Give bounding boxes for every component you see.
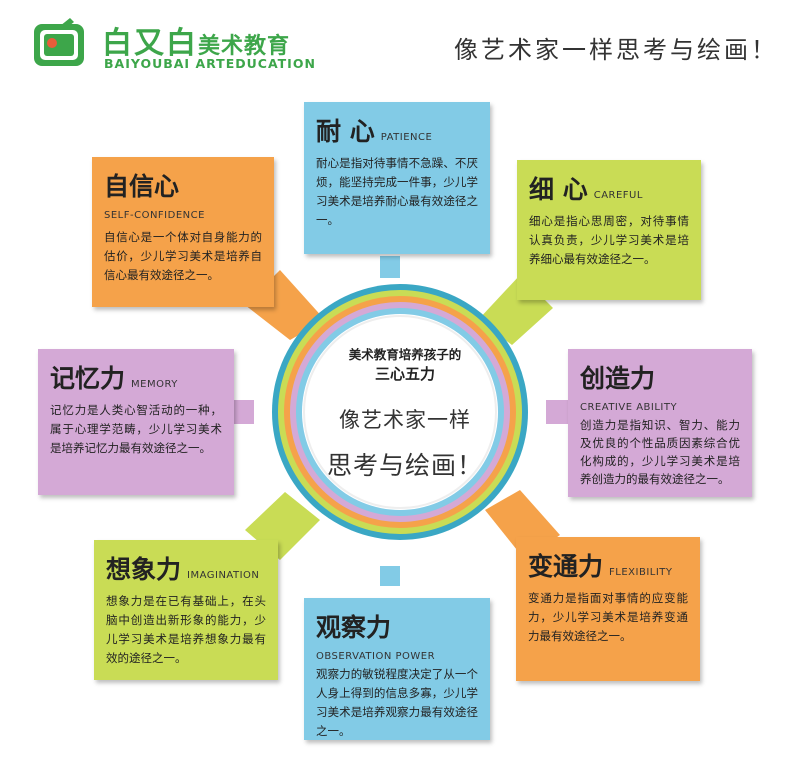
box-observation-power: 观察力 OBSERVATION POWER 观察力的敏锐程度决定了从一个人身上得到…: [304, 598, 490, 740]
box-careful: 细 心 CAREFUL 细心是指心思周密，对待事情认真负责，少儿学习美术是培养细心…: [517, 160, 701, 300]
box-english: CREATIVE ABILITY: [580, 402, 678, 413]
logo-subtitle: BAIYOUBAI ARTEDUCATION: [104, 56, 316, 71]
box-english: PATIENCE: [380, 132, 433, 143]
center-line-1: 美术教育培养孩子的: [348, 347, 462, 362]
box-description: 细心是指心思周密，对待事情认真负责，少儿学习美术是培养细心最有效途径之一。: [529, 214, 689, 266]
box-title: 自信心: [104, 172, 180, 201]
connector-observation: [380, 566, 400, 586]
box-description: 创造力是指知识、智力、能力及优良的个性品质因素综合优化构成的，少儿学习美术是培养…: [580, 418, 740, 486]
connector-patience: [380, 256, 400, 278]
box-english: SELF-CONFIDENCE: [104, 210, 205, 221]
box-flexibility: 变通力 FLEXIBILITY 变通力是指面对事情的应变能力，少儿学习美术是培养变…: [516, 537, 700, 681]
center-line-4: 思考与绘画！: [326, 451, 483, 480]
box-description: 自信心是一个体对自身能力的估价，少儿学习美术是培养自信心最有效途径之一。: [104, 230, 262, 282]
center-line-2: 三心五力: [374, 365, 435, 383]
box-english: IMAGINATION: [187, 570, 260, 581]
box-title: 变通力: [528, 552, 604, 581]
center-line-3: 像艺术家一样: [339, 408, 471, 432]
box-title: 观察力: [316, 613, 392, 642]
box-description: 耐心是指对待事情不急躁、不厌烦，能坚持完成一件事，少儿学习美术是培养耐心最有效途…: [316, 156, 478, 227]
box-description: 想象力是在已有基础上，在头脑中创造出新形象的能力，少儿学习美术是培养想象力最有效…: [106, 594, 266, 665]
box-english: CAREFUL: [593, 190, 643, 201]
box-patience: 耐 心 PATIENCE 耐心是指对待事情不急躁、不厌烦，能坚持完成一件事，少儿学…: [304, 102, 490, 254]
box-english: OBSERVATION POWER: [316, 651, 436, 662]
box-description: 变通力是指面对事情的应变能力，少儿学习美术是培养变通力最有效途径之一。: [528, 591, 688, 643]
header-slogan: 像艺术家一样思考与绘画！: [454, 36, 778, 64]
box-description: 记忆力是人类心智活动的一种，属于心理学范畴，少儿学习美术是培养记忆力最有效途径之…: [50, 403, 222, 455]
box-english: FLEXIBILITY: [609, 567, 673, 578]
box-self-confidence: 自信心 SELF-CONFIDENCE 自信心是一个体对自身能力的估价，少儿学习美…: [92, 157, 274, 307]
connector-creative: [546, 400, 568, 424]
center-rings: [272, 284, 528, 540]
box-title: 细 心: [529, 175, 588, 204]
box-memory: 记忆力 MEMORY 记忆力是人类心智活动的一种，属于心理学范畴，少儿学习美术是培…: [38, 349, 234, 495]
box-description: 观察力的敏锐程度决定了从一个人身上得到的信息多寡，少儿学习美术是培养观察力最有效…: [316, 667, 478, 738]
logo-name: 白又白美术教育: [102, 26, 291, 61]
palette-book-icon: [34, 18, 84, 66]
box-imagination: 想象力 IMAGINATION 想象力是在已有基础上，在头脑中创造出新形象的能力，…: [94, 540, 278, 680]
box-title: 耐 心: [316, 117, 375, 146]
box-title: 想象力: [106, 555, 182, 584]
box-title: 记忆力: [50, 364, 126, 393]
box-creative-ability: 创造力 CREATIVE ABILITY 创造力是指知识、智力、能力及优良的个性品…: [568, 349, 752, 497]
box-title: 创造力: [580, 364, 656, 393]
box-english: MEMORY: [131, 379, 178, 390]
connector-memory: [232, 400, 254, 424]
brand-logo[interactable]: 白又白美术教育 BAIYOUBAI ARTEDUCATION: [30, 14, 320, 76]
